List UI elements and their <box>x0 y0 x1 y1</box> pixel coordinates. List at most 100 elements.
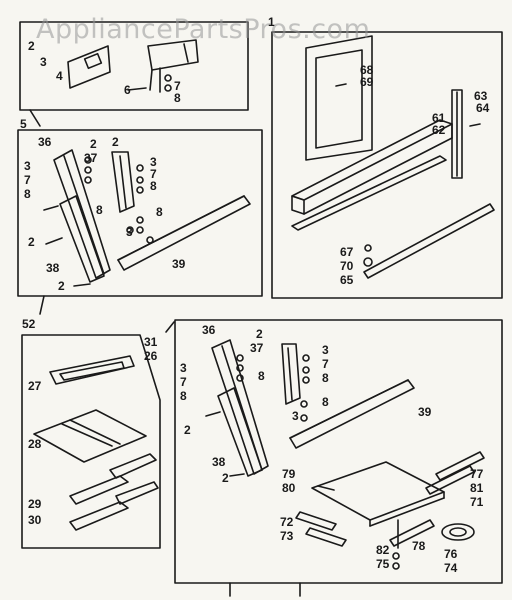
part-label-3-e: 3 <box>322 343 329 357</box>
part-label-81: 81 <box>470 481 484 495</box>
side-curtain-right <box>111 151 135 213</box>
part-label-4: 4 <box>56 69 63 83</box>
part-label-38: 38 <box>46 261 60 275</box>
part-label-36: 36 <box>38 135 52 149</box>
rail-77 <box>435 451 485 481</box>
part-label-82: 82 <box>376 543 390 557</box>
part-label-2-c: 2 <box>112 135 119 149</box>
part-label-2-f: 2 <box>256 327 263 341</box>
rail-81 <box>425 465 475 495</box>
seal-strip-29 <box>69 475 129 505</box>
part-label-39-b: 39 <box>418 405 432 419</box>
part-label-76: 76 <box>444 547 458 561</box>
part-label-7-d: 7 <box>322 357 329 371</box>
part-label-2-b: 2 <box>90 137 97 151</box>
part-label-26: 26 <box>144 349 158 363</box>
sill-angle-62 <box>291 155 447 231</box>
gasket-plate <box>67 45 111 89</box>
side-curtain-left-b <box>211 339 269 475</box>
part-label-39: 39 <box>172 257 186 271</box>
part-label-69: 69 <box>360 75 374 89</box>
seal-strip-30 <box>69 501 129 531</box>
side-angle-63 <box>451 89 463 179</box>
side-curtain-left <box>53 149 111 279</box>
part-label-2-h: 2 <box>222 471 229 485</box>
part-label-2-d: 2 <box>28 235 35 249</box>
part-label-62: 62 <box>432 123 446 137</box>
part-label-6: 6 <box>124 83 131 97</box>
panel-bottom-left-frame <box>21 334 161 549</box>
insulation-panel-28 <box>33 409 147 463</box>
corner-bracket <box>147 39 199 71</box>
support-angle-a <box>59 195 105 283</box>
part-label-7: 7 <box>174 79 181 93</box>
part-label-70: 70 <box>340 259 354 273</box>
part-label-75: 75 <box>376 557 390 571</box>
base-plate-79 <box>311 461 445 521</box>
part-label-36-b: 36 <box>202 323 216 337</box>
part-label-71: 71 <box>470 495 484 509</box>
part-label-8-h: 8 <box>258 369 265 383</box>
part-label-63: 63 <box>474 89 488 103</box>
part-label-37-b: 37 <box>250 341 264 355</box>
watermark-logo: AppliancePartsPros.com <box>36 14 371 45</box>
part-label-77: 77 <box>470 467 484 481</box>
part-label-7-c: 7 <box>24 173 31 187</box>
part-label-28: 28 <box>28 437 42 451</box>
part-label-64: 64 <box>476 101 490 115</box>
part-label-78: 78 <box>412 539 426 553</box>
part-label-3-b: 3 <box>150 155 157 169</box>
part-label-8-f: 8 <box>322 371 329 385</box>
part-label-61: 61 <box>432 111 446 125</box>
cabinet-frame <box>305 35 373 161</box>
part-label-8-b: 8 <box>150 179 157 193</box>
part-label-31: 31 <box>144 335 158 349</box>
panel-bottom-right-frame <box>174 319 503 584</box>
part-label-72: 72 <box>280 515 294 529</box>
part-label-37: 37 <box>84 151 98 165</box>
part-label-1: 1 <box>268 15 275 29</box>
part-label-2: 2 <box>28 39 35 53</box>
bottom-rail-65 <box>363 203 495 279</box>
part-label-68: 68 <box>360 63 374 77</box>
foam-seal-27 <box>49 355 135 385</box>
support-angle-b <box>217 387 263 477</box>
part-label-73: 73 <box>280 529 294 543</box>
part-label-29: 29 <box>28 497 42 511</box>
part-label-80: 80 <box>282 481 296 495</box>
panel-top-left-frame <box>19 21 249 111</box>
part-label-5: 5 <box>20 117 27 131</box>
part-label-3-d: 3 <box>126 225 133 239</box>
gasket-roll-78 <box>441 523 475 541</box>
part-label-2-g: 2 <box>184 423 191 437</box>
part-label-30: 30 <box>28 513 42 527</box>
main-rail-39b <box>289 379 415 449</box>
part-label-2-e: 2 <box>58 279 65 293</box>
side-curtain-right-b <box>281 343 301 405</box>
part-label-27: 27 <box>28 379 42 393</box>
part-label-3-g: 3 <box>292 409 299 423</box>
part-label-8: 8 <box>174 91 181 105</box>
part-label-3-c: 3 <box>24 159 31 173</box>
panel-left-mid-frame <box>17 129 263 297</box>
part-label-38-b: 38 <box>212 455 226 469</box>
part-label-8-g: 8 <box>180 389 187 403</box>
part-label-74: 74 <box>444 561 458 575</box>
panel-right-top-frame <box>271 31 503 299</box>
part-label-7-b: 7 <box>150 167 157 181</box>
part-label-3-f: 3 <box>180 361 187 375</box>
part-label-65: 65 <box>340 273 354 287</box>
part-label-8-d: 8 <box>96 203 103 217</box>
rail-73 <box>305 527 347 547</box>
part-label-8-e: 8 <box>156 205 163 219</box>
part-label-79: 79 <box>282 467 296 481</box>
part-label-52: 52 <box>22 317 36 331</box>
part-label-67: 67 <box>340 245 354 259</box>
part-label-8-i: 8 <box>322 395 329 409</box>
part-label-7-e: 7 <box>180 375 187 389</box>
rail-71 <box>389 519 435 547</box>
part-label-3: 3 <box>40 55 47 69</box>
part-label-8-c: 8 <box>24 187 31 201</box>
